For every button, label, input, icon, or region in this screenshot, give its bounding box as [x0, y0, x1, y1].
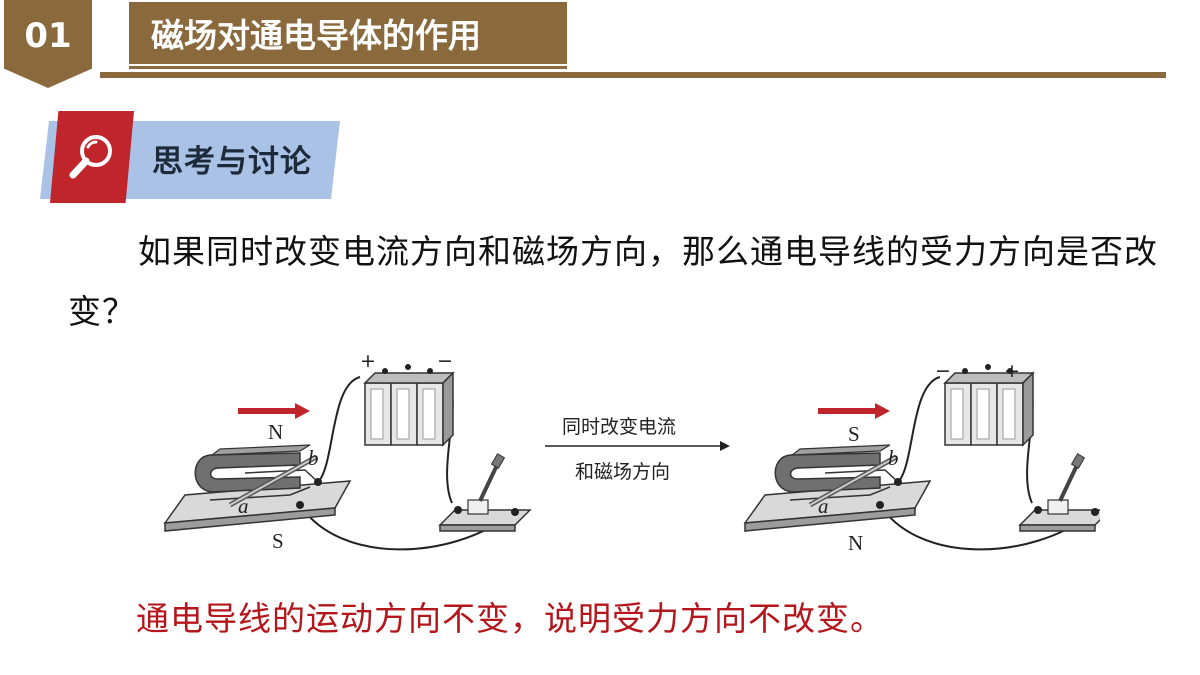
right-apparatus: S N a b − +	[745, 360, 1100, 555]
left-label-a: a	[238, 494, 249, 518]
left-bottom-pole-label: S	[272, 529, 284, 553]
right-top-pole-label: S	[848, 422, 860, 446]
section-label: 思考与讨论	[152, 144, 312, 180]
answer-text: 通电导线的运动方向不变，说明受力方向不改变。	[136, 599, 884, 638]
experiment-figure: N S a b + − 同时改变电流 和磁场方向 S N a b − +	[150, 350, 1100, 555]
right-bottom-pole-label: N	[848, 531, 863, 555]
arrow-caption-line2: 和磁场方向	[575, 461, 670, 483]
right-label-b: b	[888, 446, 899, 470]
left-top-pole-label: N	[268, 420, 283, 444]
section-number: 01	[24, 16, 72, 56]
page-title: 磁场对通电导体的作用	[151, 16, 481, 55]
transform-arrow: 同时改变电流 和磁场方向	[545, 416, 730, 483]
arrow-caption-line1: 同时改变电流	[562, 416, 676, 438]
left-battery-sign-right: −	[437, 350, 453, 372]
left-battery-sign-left: +	[360, 350, 376, 372]
header-divider	[100, 72, 1166, 78]
right-label-a: a	[818, 494, 829, 518]
section-banner-icon-box	[50, 111, 134, 203]
section-number-badge: 01	[4, 0, 92, 88]
right-battery-sign-right: +	[1004, 360, 1020, 382]
right-battery-sign-left: −	[935, 360, 951, 382]
magnifier-icon	[69, 135, 112, 179]
title-underline	[129, 66, 567, 69]
left-apparatus: N S a b + −	[165, 350, 530, 553]
question-text: 如果同时改变电流方向和磁场方向，那么通电导线的受力方向是否改变？	[68, 232, 1158, 331]
left-label-b: b	[308, 446, 319, 470]
page-title-box: 磁场对通电导体的作用	[129, 2, 567, 64]
